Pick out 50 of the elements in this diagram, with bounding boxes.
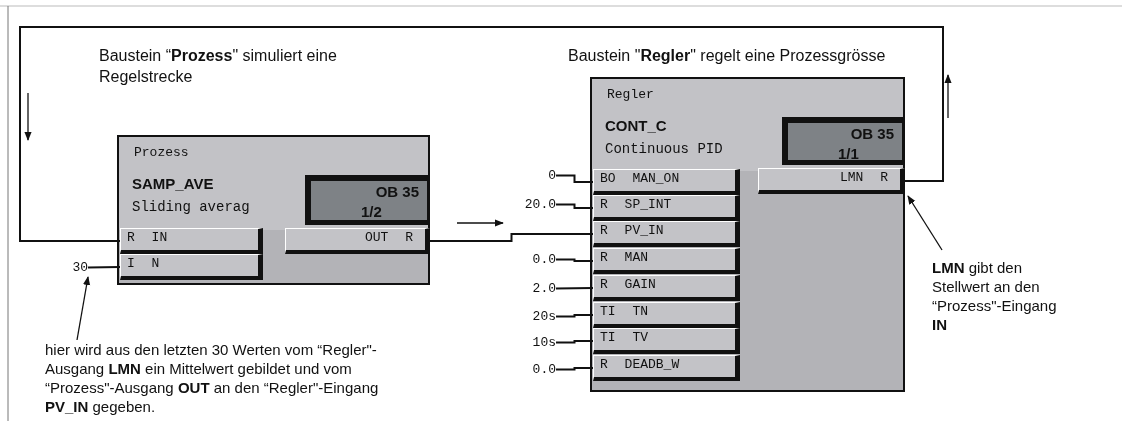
input-pin: R GAIN bbox=[593, 275, 740, 301]
callout-text: hier wird aus den letzten 30 Werten vom “Regler"-Ausgang LMN ein Mittelwert gebildet und vom “Prozess"-Ausgang OUT an den “Regler"-Eingang PV_IN gegeben. bbox=[45, 340, 395, 420]
function-block bbox=[117, 135, 430, 285]
connector-line bbox=[555, 203, 594, 209]
arrow bbox=[76, 276, 91, 341]
block-type: SAMP_AVE bbox=[132, 175, 214, 192]
connector-line bbox=[555, 340, 594, 344]
callout-text: LMN gibt den Stellwert an den “Prozess"-Eingang IN bbox=[932, 258, 1057, 348]
execution-box bbox=[782, 117, 905, 165]
arrow bbox=[907, 195, 943, 251]
parameter-value: 0 bbox=[548, 168, 556, 183]
input-pin: I N bbox=[120, 254, 263, 280]
block-name: Prozess bbox=[134, 145, 189, 160]
block-comment: Continuous PID bbox=[605, 141, 723, 157]
parameter-value: 20s bbox=[532, 309, 556, 324]
parameter-value: 30 bbox=[72, 260, 88, 275]
input-pin: TI TN bbox=[593, 302, 740, 328]
input-pin: TI TV bbox=[593, 328, 740, 354]
ob-number: OB 35 bbox=[850, 125, 894, 142]
connector-line bbox=[19, 26, 944, 242]
parameter-value: 0.0 bbox=[532, 362, 556, 377]
connector-line bbox=[555, 367, 594, 371]
connector-line bbox=[555, 174, 594, 183]
function-block bbox=[590, 77, 905, 392]
parameter-value: 0.0 bbox=[532, 252, 556, 267]
parameter-value: 10s bbox=[532, 335, 556, 350]
input-pin: R SP_INT bbox=[593, 195, 740, 221]
connector-line bbox=[555, 258, 594, 262]
input-pin: R DEADB_W bbox=[593, 355, 740, 381]
block-description: Baustein "Regler" regelt eine Prozessgrösse bbox=[568, 46, 887, 66]
connector-line bbox=[429, 233, 594, 242]
input-pin: R IN bbox=[120, 228, 263, 254]
execution-box bbox=[305, 175, 430, 225]
ob-number: OB 35 bbox=[375, 183, 419, 200]
block-name: Regler bbox=[607, 87, 654, 102]
parameter-value: 2.0 bbox=[532, 281, 556, 296]
output-pin: LMN R bbox=[758, 168, 905, 194]
call-order: 1/2 bbox=[361, 203, 382, 220]
call-order: 1/1 bbox=[838, 145, 859, 162]
input-pin: R PV_IN bbox=[593, 221, 740, 247]
parameter-value: 20.0 bbox=[524, 197, 556, 212]
input-pin: BO MAN_ON bbox=[593, 169, 740, 195]
connector-line bbox=[555, 287, 594, 290]
block-description: Baustein “Prozess" simuliert eine Regelstrecke bbox=[99, 46, 338, 87]
block-comment: Sliding averag bbox=[132, 199, 250, 215]
connector-line bbox=[87, 266, 121, 269]
block-type: CONT_C bbox=[605, 117, 667, 134]
connector-line bbox=[555, 314, 594, 318]
output-pin: OUT R bbox=[285, 228, 430, 254]
input-pin: R MAN bbox=[593, 248, 740, 274]
